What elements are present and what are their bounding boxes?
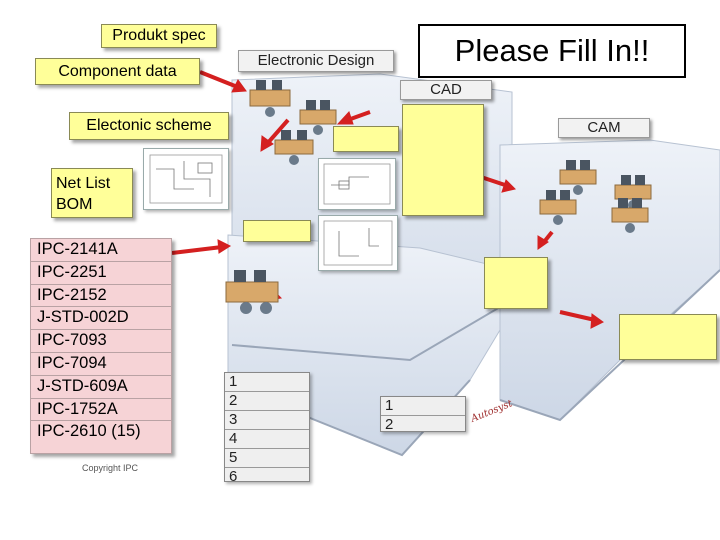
standard-item: IPC-2152 [31, 285, 171, 308]
bom-label: BOM [56, 196, 93, 213]
arrow-cam-internal [537, 230, 554, 250]
cad-label: CAD [400, 80, 492, 100]
numbered-list-b: 1 2 [380, 396, 466, 433]
list-item: 1 [225, 373, 309, 392]
component-data-box: Component data [35, 58, 200, 85]
arrow-scheme-to-design [260, 118, 290, 152]
schematic-document-2 [318, 158, 396, 210]
placeholder-box-cam [484, 257, 548, 309]
placeholder-box-output [619, 314, 717, 360]
workstation-cluster-cam-3 [539, 190, 577, 225]
arrow-component-to-design [199, 70, 247, 93]
workstation-cluster-design-2 [299, 100, 337, 135]
net-list-box: Net List BOM [51, 168, 133, 218]
standard-item: J-STD-002D [31, 307, 171, 331]
arrow-ipc-to-cad [171, 239, 232, 255]
standard-item: IPC-1752A [31, 399, 171, 422]
standard-item: IPC-2141A [31, 239, 171, 262]
schematic-document-1 [143, 148, 229, 210]
numbered-list-a: 1 2 3 4 5 6 [224, 372, 310, 485]
electronic-scheme-box: Electonic scheme [69, 112, 229, 140]
list-item: 5 [225, 449, 309, 468]
workstation-cluster-cam-1 [559, 160, 597, 195]
list-item: 4 [225, 430, 309, 449]
list-item: 2 [225, 392, 309, 411]
workstation-cluster-cam-4 [611, 198, 649, 233]
copyright-text: Copyright IPC [82, 463, 139, 473]
standard-item: IPC-7093 [31, 330, 171, 353]
list-item: 6 [229, 468, 238, 485]
standard-item: IPC-2610 (15) [37, 422, 141, 441]
schematic-document-3 [318, 215, 398, 271]
standard-item: IPC-7094 [31, 353, 171, 376]
net-list-label: Net List [56, 175, 111, 192]
placeholder-box-cad-large [402, 104, 484, 216]
produkt-spec-box: Produkt spec [101, 24, 217, 48]
list-item: 2 [385, 416, 394, 433]
arrow-cam-to-output [559, 310, 604, 329]
arrow-design-to-cad [336, 110, 371, 125]
list-item: 1 [381, 397, 465, 416]
standard-item: IPC-2251 [31, 262, 171, 285]
workstation-cluster-design-1 [249, 80, 291, 117]
standard-item: J-STD-609A [31, 376, 171, 399]
workstation-cluster-cad [225, 270, 279, 314]
workstation-cluster-design-3 [274, 130, 314, 165]
list-item: 3 [225, 411, 309, 430]
placeholder-box-design [333, 126, 399, 152]
electronic-design-label: Electronic Design [238, 50, 394, 72]
placeholder-box-cad-small [243, 220, 311, 242]
ipc-standards-list: IPC-2141A IPC-2251 IPC-2152 J-STD-002D I… [30, 238, 172, 454]
please-fill-in-banner: Please Fill In!! [418, 24, 686, 78]
cam-label: CAM [558, 118, 650, 138]
